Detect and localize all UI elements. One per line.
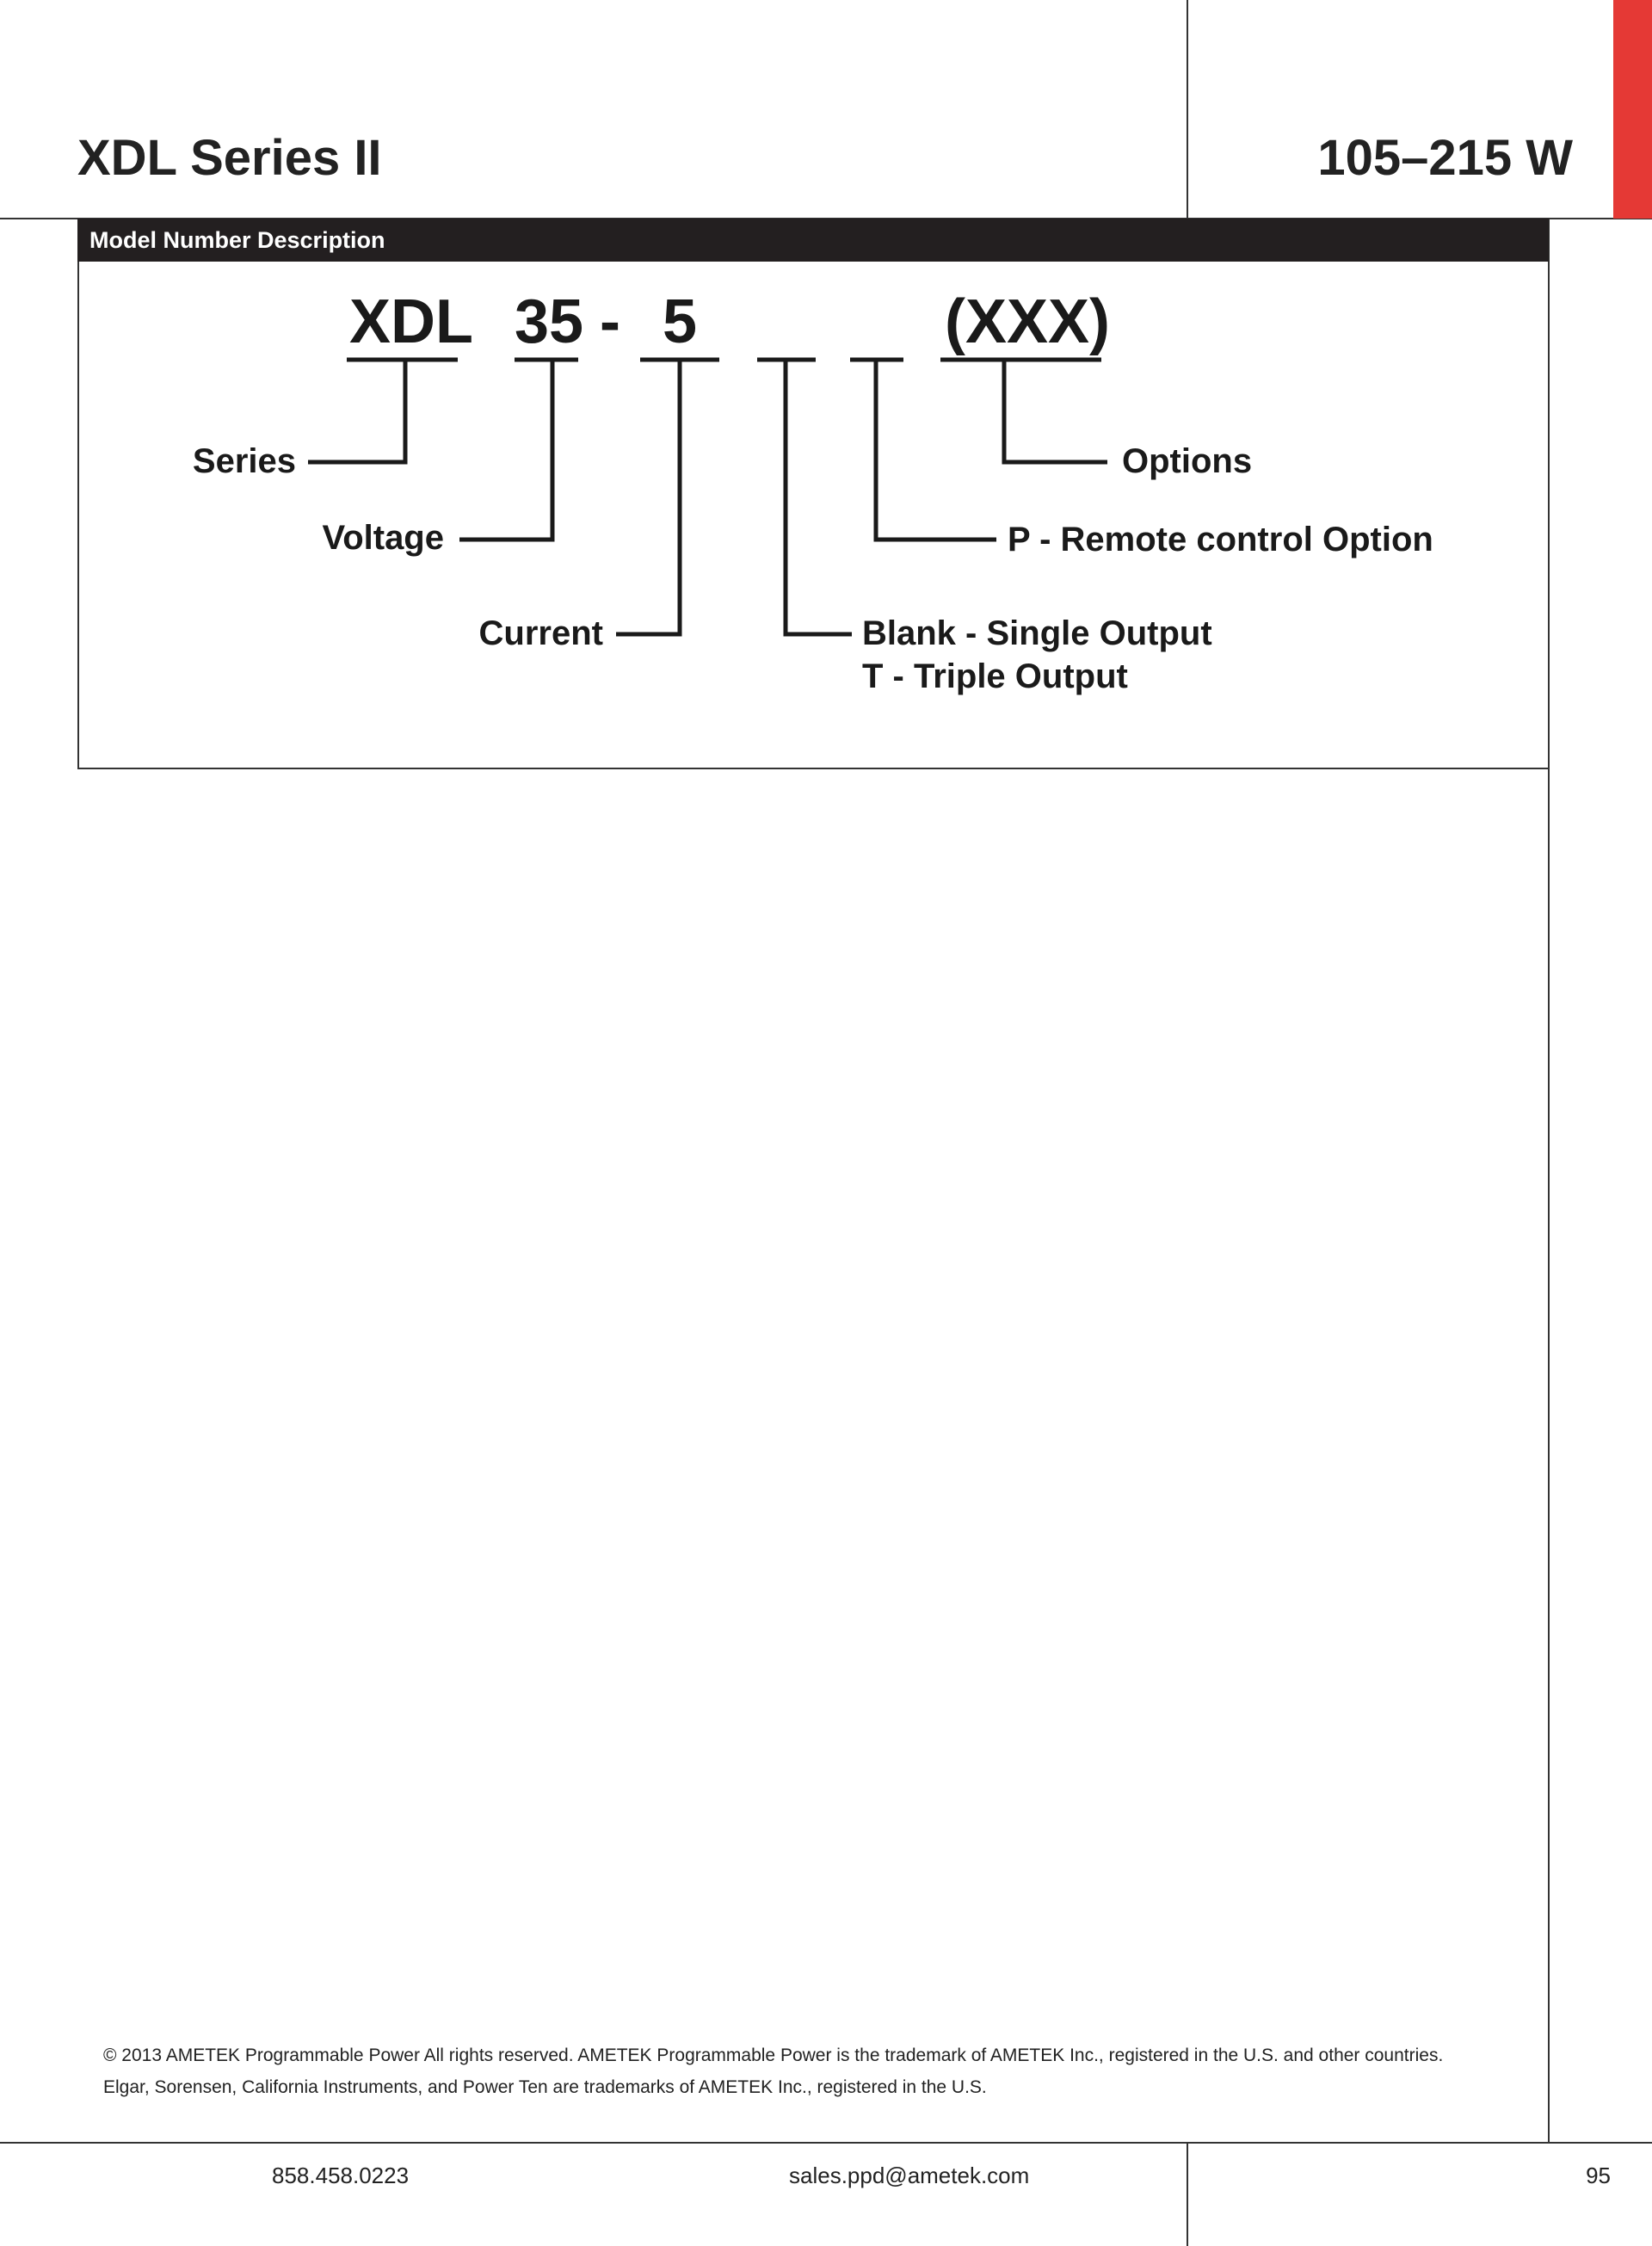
footer-divider-vertical bbox=[1187, 2143, 1188, 2246]
label-output-single: Blank - Single Output bbox=[862, 614, 1212, 652]
output-leader bbox=[783, 361, 852, 637]
copyright-line-1: © 2013 AMETEK Programmable Power All rig… bbox=[103, 2045, 1444, 2065]
label-current: Current bbox=[479, 614, 603, 652]
label-output-triple: T - Triple Output bbox=[862, 657, 1128, 695]
footer-email: sales.ppd@ametek.com bbox=[789, 2163, 1030, 2188]
code-voltage: 35 bbox=[515, 287, 583, 356]
remote-leader bbox=[873, 361, 996, 542]
footer-rule bbox=[0, 2142, 1652, 2144]
copyright-notice: © 2013 AMETEK Programmable Power All rig… bbox=[103, 2039, 1443, 2103]
page-number: 95 bbox=[1586, 2163, 1611, 2188]
label-series: Series bbox=[193, 442, 296, 480]
model-number-diagram: XDL 35 - 5 (XXX) Series Voltage Current … bbox=[193, 287, 1433, 695]
label-options: Options bbox=[1122, 442, 1252, 480]
copyright-line-2: Elgar, Sorensen, California Instruments,… bbox=[103, 2077, 987, 2097]
page-title: XDL Series II bbox=[77, 130, 382, 186]
voltage-leader bbox=[459, 361, 555, 542]
label-voltage: Voltage bbox=[322, 519, 444, 557]
code-options: (XXX) bbox=[945, 287, 1110, 356]
label-remote-control: P - Remote control Option bbox=[1008, 521, 1433, 558]
accent-tab bbox=[1613, 0, 1652, 219]
power-range: 105–215 W bbox=[1317, 130, 1573, 186]
series-leader bbox=[308, 361, 408, 465]
options-leader bbox=[1002, 361, 1107, 465]
model-number-panel bbox=[77, 219, 1549, 769]
code-current: 5 bbox=[663, 287, 697, 356]
header-divider-vertical bbox=[1187, 0, 1188, 219]
right-margin-line bbox=[1548, 219, 1550, 2143]
code-separator: - bbox=[600, 287, 620, 356]
current-leader bbox=[616, 361, 682, 637]
panel-title: Model Number Description bbox=[89, 226, 385, 253]
code-series: XDL bbox=[349, 287, 473, 356]
panel-header: Model Number Description bbox=[77, 219, 1549, 262]
footer-phone: 858.458.0223 bbox=[272, 2163, 410, 2188]
